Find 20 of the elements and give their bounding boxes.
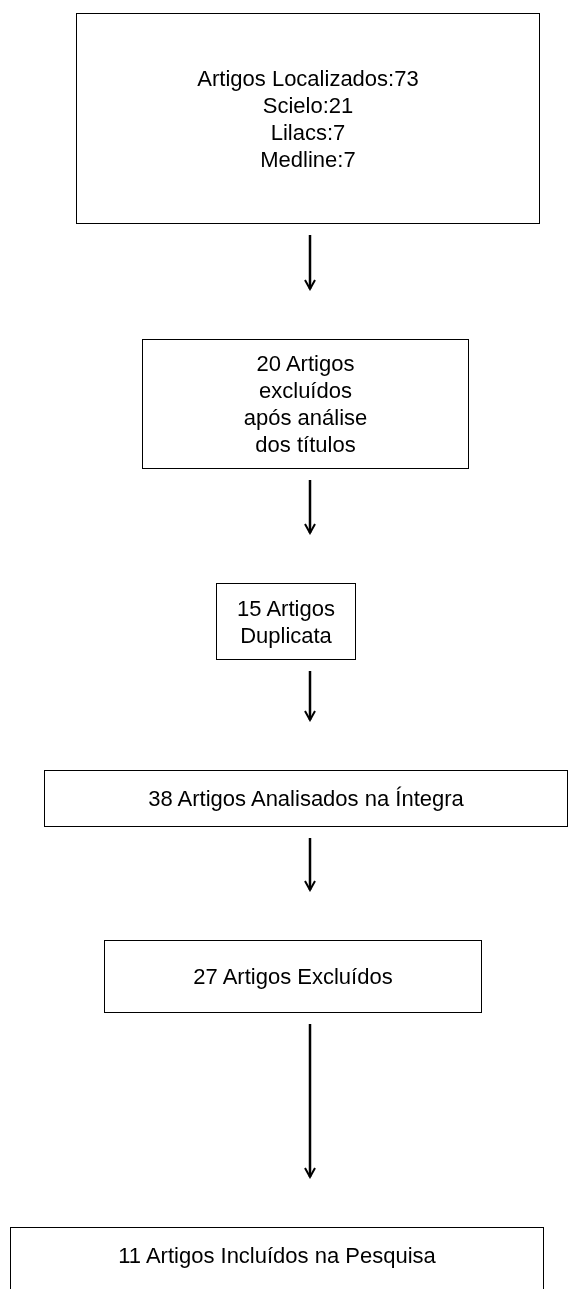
process-box [10, 1227, 544, 1289]
box-text: Medline:7 [260, 145, 356, 173]
box-text: 38 Artigos Analisados na Íntegra [148, 785, 464, 812]
arrow [304, 838, 316, 891]
arrow [304, 1024, 316, 1178]
process-box [216, 583, 356, 660]
box-text: 20 Artigos excluídos após análise dos títulos [242, 350, 369, 458]
process-box [44, 770, 568, 827]
box-text: Scielo:21 [262, 91, 354, 119]
box-text: 15 Artigos Duplicata [236, 594, 336, 649]
process-box [76, 13, 540, 224]
box-text: 11 Artigos Incluídos na Pesquisa [118, 1242, 436, 1269]
process-box [142, 339, 469, 469]
box-text: Artigos Localizados:73 [197, 64, 419, 92]
box-text: 27 Artigos Excluídos [193, 963, 393, 990]
process-box [104, 940, 482, 1013]
arrow [304, 480, 316, 534]
arrow [304, 671, 316, 721]
box-text: Lilacs:7 [270, 118, 346, 146]
arrow [304, 235, 316, 290]
